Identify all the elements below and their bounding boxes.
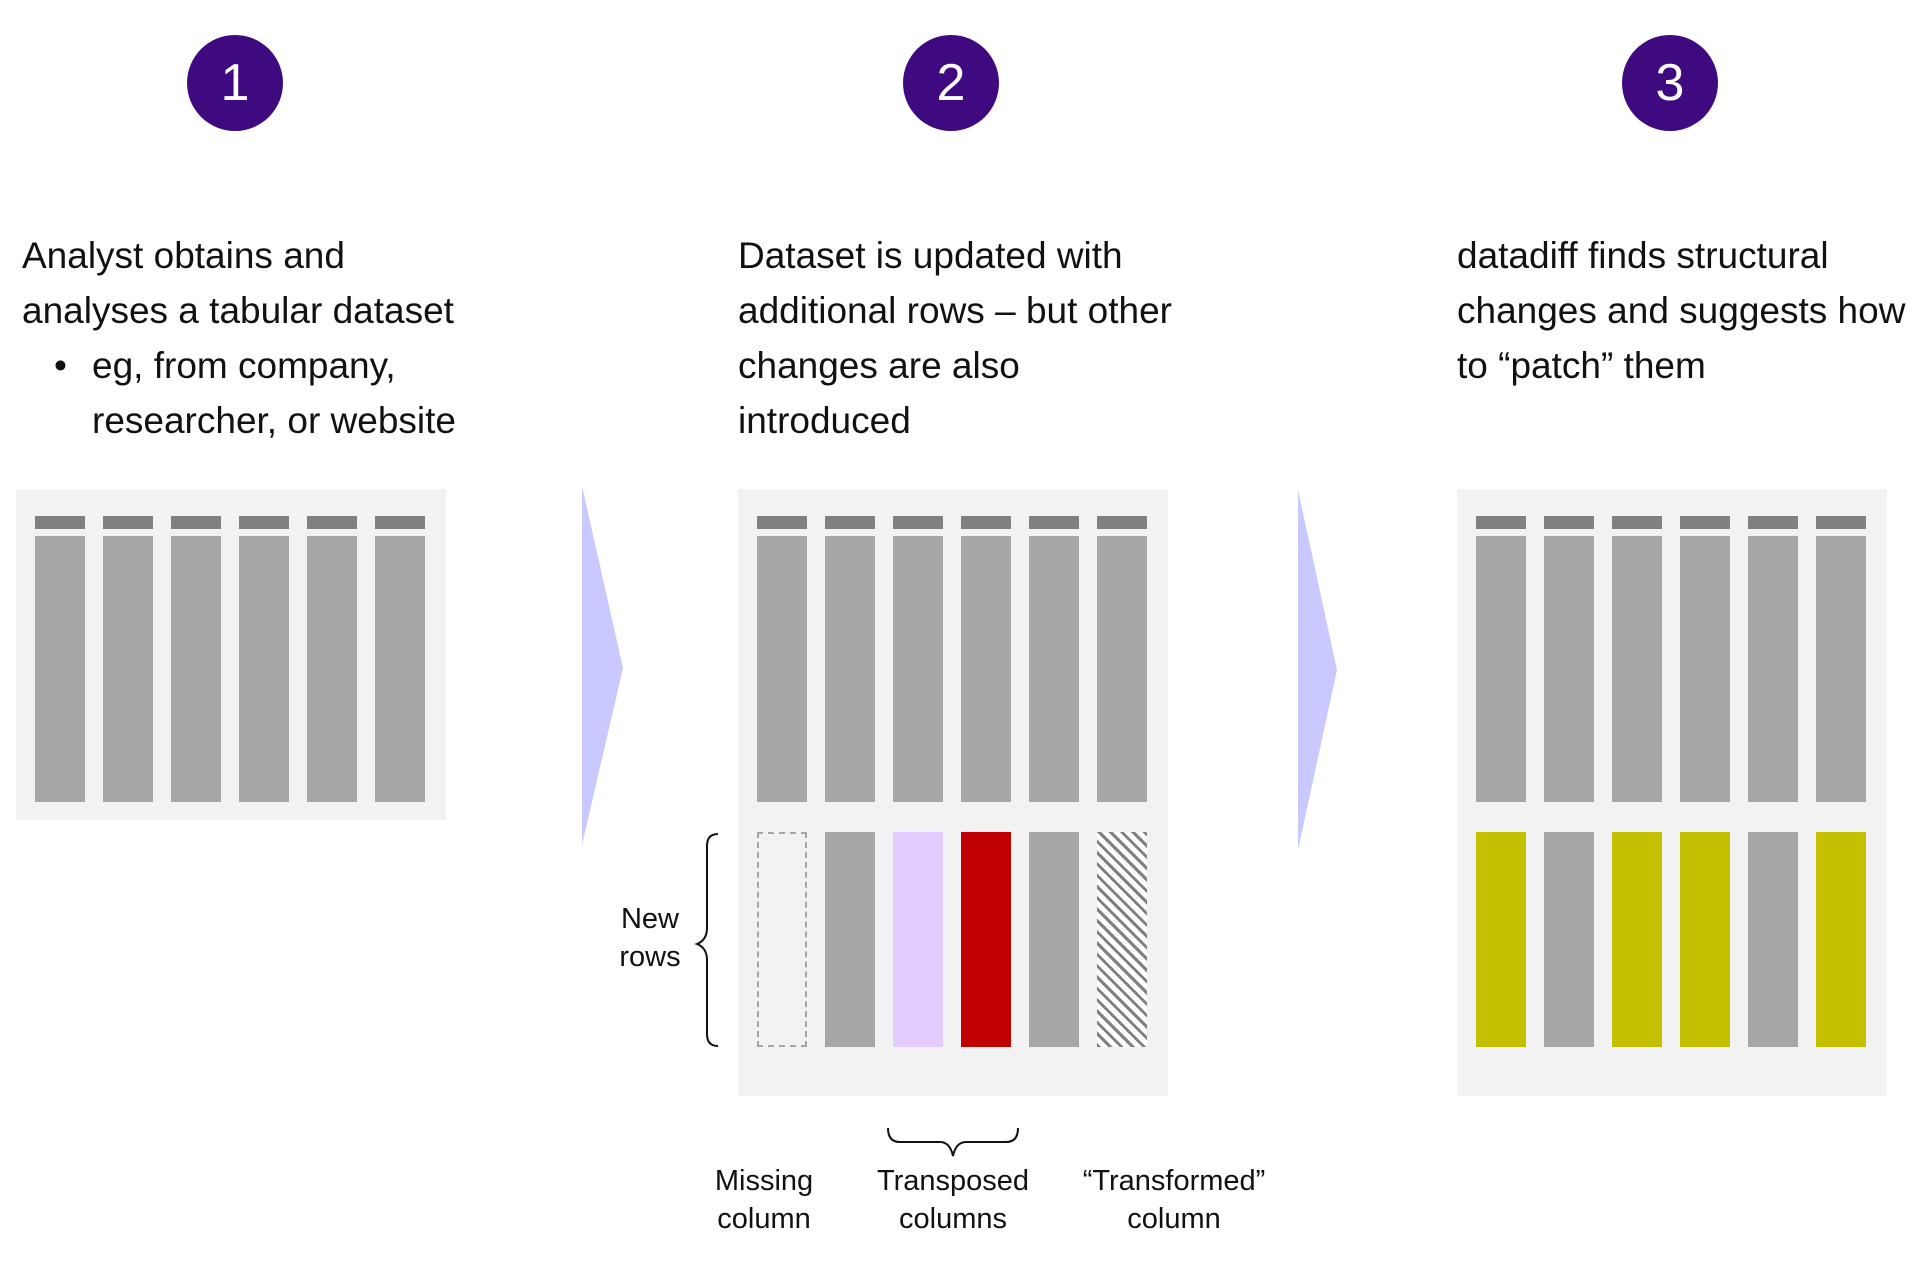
- data-column: [757, 536, 807, 802]
- step-3-description: datadiff finds structural changes and su…: [1457, 228, 1905, 393]
- step-number: 2: [936, 54, 966, 112]
- unchanged-column-block: [1029, 832, 1079, 1047]
- patched-column-block: [1816, 832, 1866, 1047]
- step-1-badge: 1: [187, 35, 283, 131]
- column-header: [35, 516, 85, 529]
- patched-dataset-table: [1457, 489, 1887, 1096]
- bullet-text: researcher, or website: [92, 400, 457, 441]
- text-line: Analyst obtains and: [22, 235, 345, 276]
- column-header: [375, 516, 425, 529]
- label-line: columns: [899, 1203, 1007, 1235]
- text-line: analyses a tabular dataset: [22, 290, 454, 331]
- data-column: [1544, 536, 1594, 802]
- text-line: introduced: [738, 400, 911, 441]
- data-column: [961, 536, 1011, 802]
- transformed-column-block: [1097, 832, 1147, 1047]
- unchanged-column-block: [1748, 832, 1798, 1047]
- data-column: [307, 536, 357, 802]
- column-header: [1097, 516, 1147, 529]
- data-column: [239, 536, 289, 802]
- text-line: Dataset is updated with: [738, 235, 1123, 276]
- new-rows-brace-icon: [694, 833, 719, 1047]
- label-line: “Transformed”: [1082, 1165, 1266, 1197]
- text-line: changes and suggests how: [1457, 290, 1906, 331]
- transformed-column-label: “Transformed” column: [1064, 1162, 1284, 1238]
- missing-column-label: Missing column: [694, 1162, 834, 1238]
- unchanged-column-block: [1544, 832, 1594, 1047]
- data-column: [1816, 536, 1866, 802]
- data-column: [893, 536, 943, 802]
- bullet-text: eg, from company,: [92, 345, 396, 386]
- patched-column-block: [1680, 832, 1730, 1047]
- column-header: [171, 516, 221, 529]
- label-line: Missing: [714, 1165, 814, 1197]
- column-header: [1612, 516, 1662, 529]
- transposed-columns-label: Transposed columns: [858, 1162, 1048, 1238]
- step-2-badge: 2: [903, 35, 999, 131]
- transposed-brace-icon: [887, 1127, 1019, 1157]
- label-line: New: [620, 903, 679, 935]
- data-column: [35, 536, 85, 802]
- flow-arrow-1-icon: [582, 486, 623, 845]
- column-header: [1544, 516, 1594, 529]
- text-line: datadiff finds structural: [1457, 235, 1829, 276]
- transposed-column-b-block: [961, 832, 1011, 1047]
- data-column: [825, 536, 875, 802]
- label-line: column: [717, 1203, 811, 1235]
- data-column: [171, 536, 221, 802]
- flow-arrow-2-icon: [1298, 490, 1337, 850]
- data-column: [103, 536, 153, 802]
- data-column: [1680, 536, 1730, 802]
- step-number: 3: [1655, 54, 1685, 112]
- bullet-dot: •: [54, 345, 67, 386]
- patched-column-block: [1612, 832, 1662, 1047]
- bullet-item-continued: researcher, or website: [22, 393, 456, 448]
- data-column: [375, 536, 425, 802]
- column-header: [825, 516, 875, 529]
- data-column: [1029, 536, 1079, 802]
- column-header: [893, 516, 943, 529]
- label-line: rows: [619, 941, 681, 973]
- step-2-description: Dataset is updated with additional rows …: [738, 228, 1172, 448]
- original-dataset-table: [16, 489, 446, 820]
- column-header: [1816, 516, 1866, 529]
- label-line: Transposed: [876, 1165, 1030, 1197]
- step-number: 1: [220, 54, 250, 112]
- unchanged-column-block: [825, 832, 875, 1047]
- patched-column-block: [1476, 832, 1526, 1047]
- step-3-badge: 3: [1622, 35, 1718, 131]
- column-header: [1748, 516, 1798, 529]
- column-header: [757, 516, 807, 529]
- column-header: [961, 516, 1011, 529]
- text-line: additional rows – but other: [738, 290, 1172, 331]
- new-rows-label: New rows: [600, 900, 700, 976]
- column-header: [307, 516, 357, 529]
- column-header: [1476, 516, 1526, 529]
- data-column: [1748, 536, 1798, 802]
- label-line: column: [1127, 1203, 1221, 1235]
- updated-dataset-table: [738, 489, 1168, 1096]
- data-column: [1097, 536, 1147, 802]
- column-header: [1680, 516, 1730, 529]
- text-line: changes are also: [738, 345, 1020, 386]
- text-line: to “patch” them: [1457, 345, 1706, 386]
- bullet-item: • eg, from company,: [22, 338, 456, 393]
- data-column: [1476, 536, 1526, 802]
- column-header: [103, 516, 153, 529]
- step-1-description: Analyst obtains and analyses a tabular d…: [22, 228, 456, 448]
- transposed-column-a-block: [893, 832, 943, 1047]
- missing-column-block: [757, 832, 807, 1047]
- column-header: [1029, 516, 1079, 529]
- column-header: [239, 516, 289, 529]
- data-column: [1612, 536, 1662, 802]
